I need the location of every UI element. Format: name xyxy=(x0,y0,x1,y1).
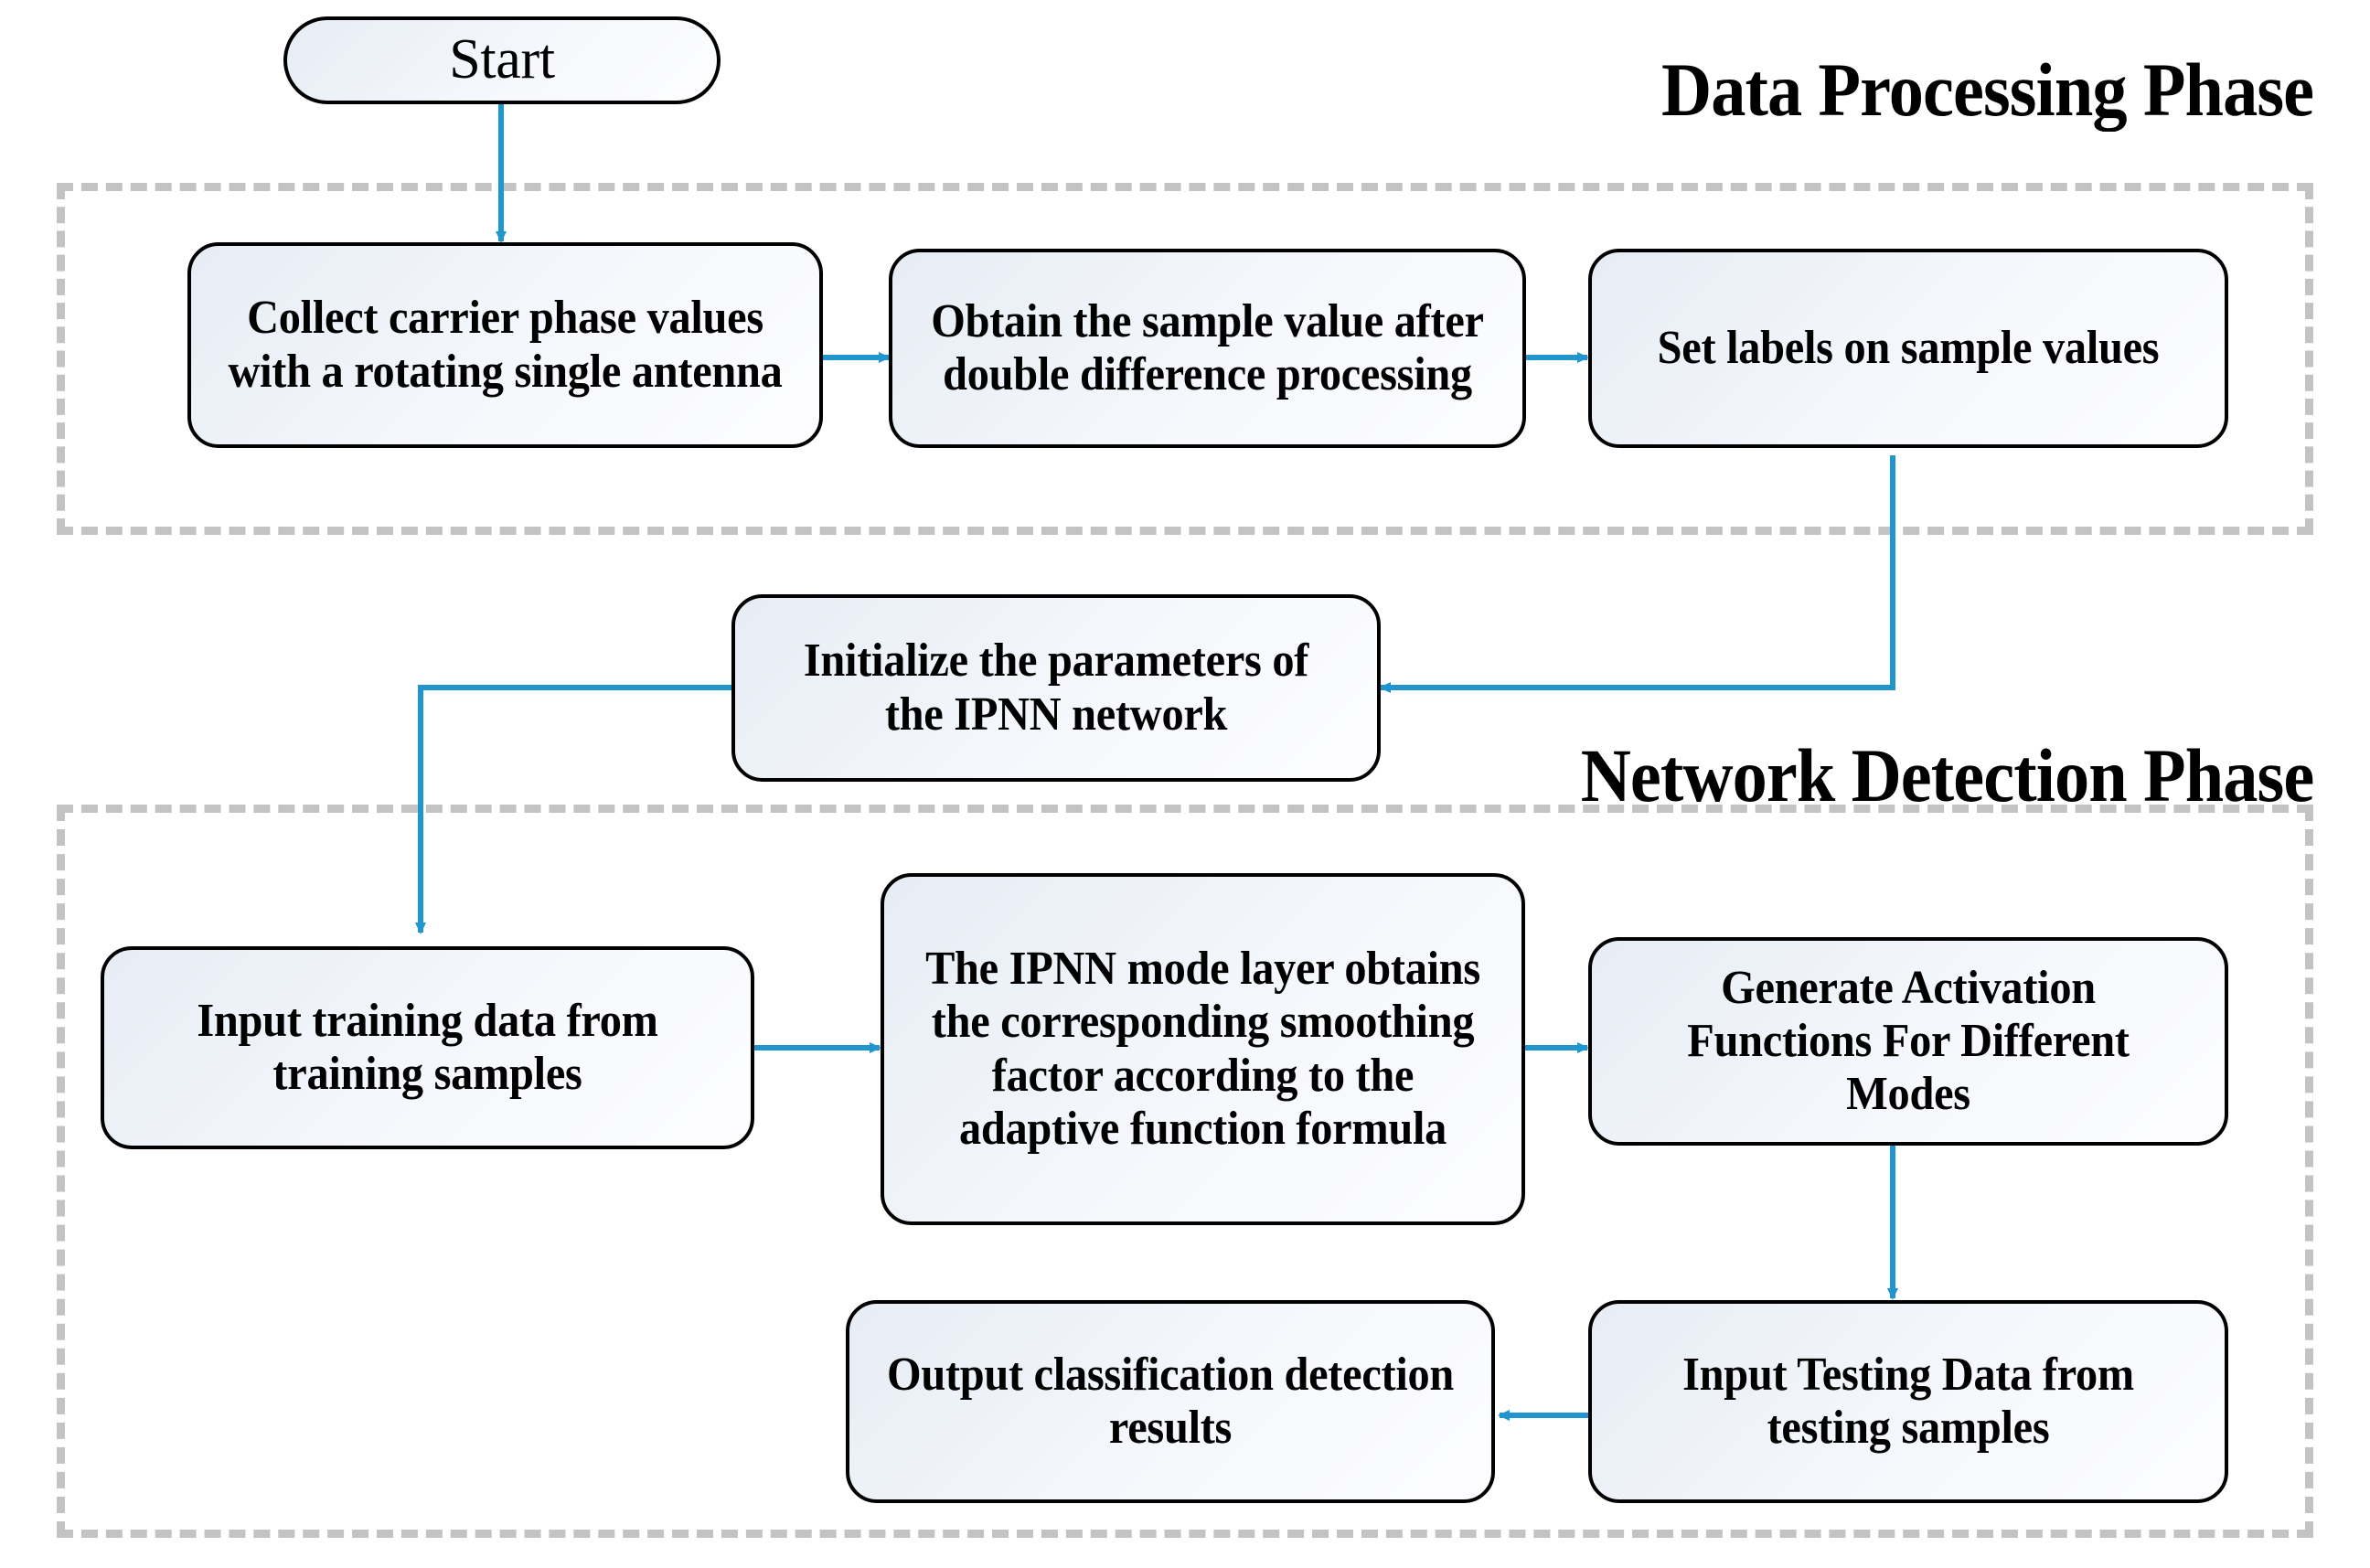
node-initialize[interactable]: Initialize the parameters of the IPNN ne… xyxy=(731,594,1381,782)
node-start[interactable]: Start xyxy=(283,16,721,104)
phase-frame-network-detection xyxy=(57,805,2313,1538)
node-output-classification-label: Output classification detection results xyxy=(886,1348,1455,1454)
node-start-label: Start xyxy=(449,28,555,91)
node-mode-layer-label: The IPNN mode layer obtains the correspo… xyxy=(925,943,1480,1155)
node-initialize-label: Initialize the parameters of the IPNN ne… xyxy=(803,635,1309,741)
node-obtain[interactable]: Obtain the sample value after double dif… xyxy=(889,249,1526,448)
phase-title-data-processing: Data Processing Phase xyxy=(1660,48,2314,132)
node-output-classification[interactable]: Output classification detection results xyxy=(846,1300,1495,1503)
node-set-labels-label: Set labels on sample values xyxy=(1657,321,2160,374)
node-collect[interactable]: Collect carrier phase values with a rota… xyxy=(187,242,823,448)
node-obtain-label: Obtain the sample value after double dif… xyxy=(931,294,1484,400)
node-generate-activation[interactable]: Generate Activation Functions For Differ… xyxy=(1588,937,2228,1146)
node-collect-label: Collect carrier phase values with a rota… xyxy=(228,292,783,398)
node-generate-activation-label: Generate Activation Functions For Differ… xyxy=(1687,961,2130,1121)
phase-frame-data-processing xyxy=(57,183,2313,535)
node-input-training[interactable]: Input training data from training sample… xyxy=(101,946,754,1149)
node-input-testing-label: Input Testing Data from testing samples xyxy=(1682,1348,2134,1454)
phase-title-network-detection: Network Detection Phase xyxy=(1580,733,2314,817)
node-input-training-label: Input training data from training sample… xyxy=(197,994,658,1100)
node-set-labels[interactable]: Set labels on sample values xyxy=(1588,249,2228,448)
node-input-testing[interactable]: Input Testing Data from testing samples xyxy=(1588,1300,2228,1503)
node-mode-layer[interactable]: The IPNN mode layer obtains the correspo… xyxy=(881,873,1525,1225)
